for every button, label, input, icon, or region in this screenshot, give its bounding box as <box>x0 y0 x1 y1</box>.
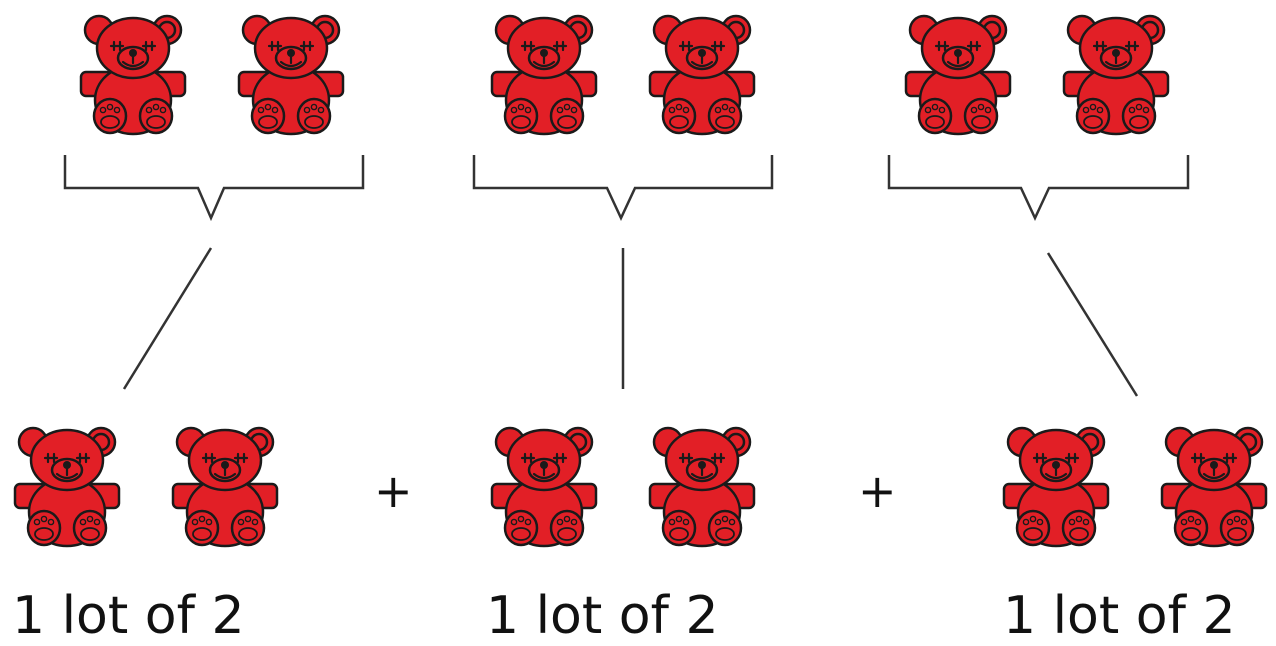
bear-icon <box>165 420 285 550</box>
connector-line-1 <box>122 247 213 390</box>
bear-icon <box>898 8 1018 138</box>
plus-sign-2: + <box>858 464 897 518</box>
bracket-2 <box>472 155 774 221</box>
bear-icon <box>1154 420 1274 550</box>
plus-sign-1: + <box>374 464 413 518</box>
group-caption-2: 1 lot of 2 <box>486 586 719 646</box>
bear-icon <box>484 8 604 138</box>
bear-icon <box>231 8 351 138</box>
connector-line-3 <box>1046 252 1139 397</box>
group-caption-3: 1 lot of 2 <box>1003 586 1236 646</box>
bear-icon <box>642 420 762 550</box>
bear-icon <box>996 420 1116 550</box>
bear-icon <box>7 420 127 550</box>
bracket-1 <box>63 155 365 222</box>
bear-icon <box>1056 8 1176 138</box>
bear-icon <box>484 420 604 550</box>
bracket-3 <box>887 155 1190 221</box>
bear-icon <box>73 8 193 138</box>
bear-icon <box>642 8 762 138</box>
group-caption-1: 1 lot of 2 <box>12 586 245 646</box>
